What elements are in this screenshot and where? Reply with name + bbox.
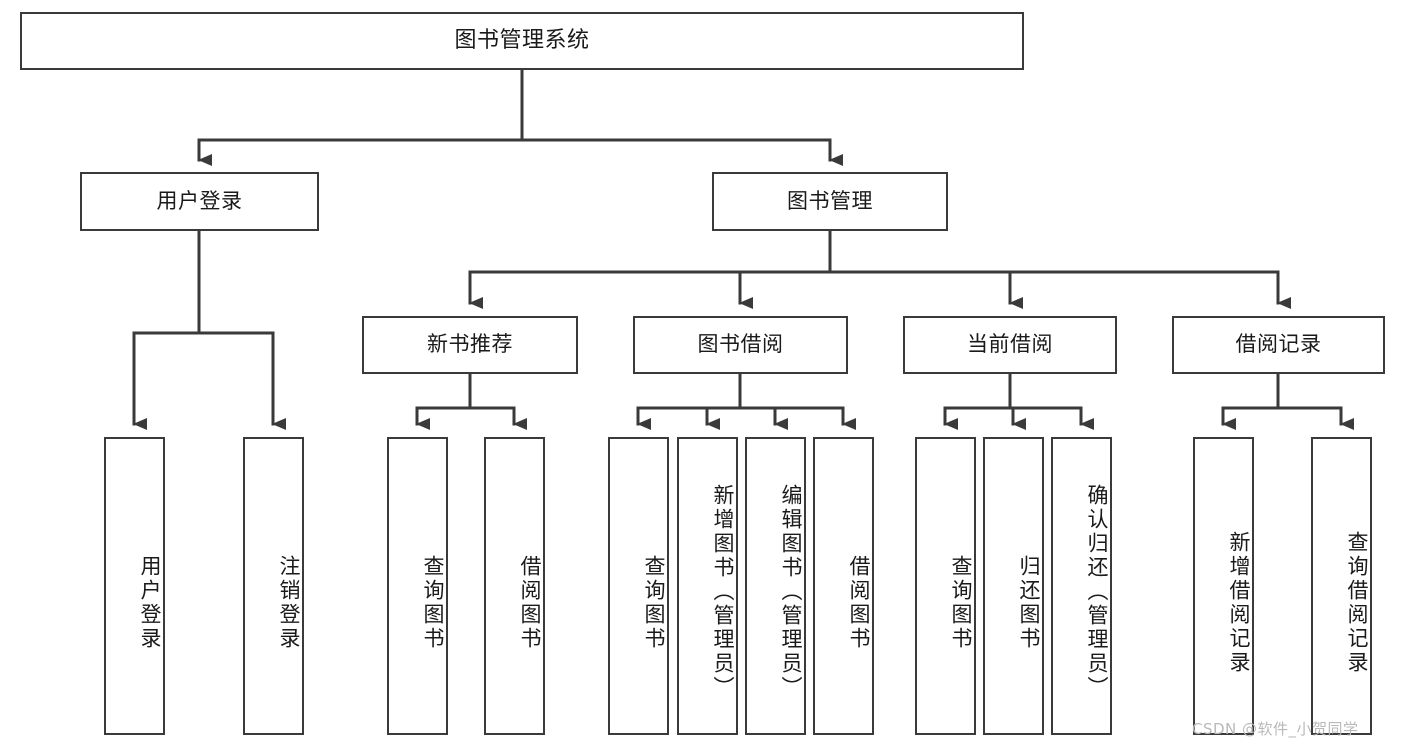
node-book-manage[interactable]: 图书管理 bbox=[712, 172, 948, 231]
leaf-confirm-return-admin[interactable]: 确认归还（管理员） bbox=[1051, 437, 1112, 735]
leaf-query-borrow-record[interactable]: 查询借阅记录 bbox=[1311, 437, 1372, 735]
csdn-watermark: CSDN @软件_小贺同学 bbox=[1192, 720, 1359, 738]
leaf-query-book-current[interactable]: 查询图书 bbox=[915, 437, 976, 735]
leaf-add-book-admin[interactable]: 新增图书（管理员） bbox=[677, 437, 738, 735]
node-borrow-record[interactable]: 借阅记录 bbox=[1172, 316, 1385, 374]
node-root-system[interactable]: 图书管理系统 bbox=[20, 12, 1024, 70]
leaf-query-book-recommend[interactable]: 查询图书 bbox=[387, 437, 448, 735]
leaf-query-book-borrow[interactable]: 查询图书 bbox=[608, 437, 669, 735]
leaf-add-borrow-record[interactable]: 新增借阅记录 bbox=[1193, 437, 1254, 735]
node-current-borrow[interactable]: 当前借阅 bbox=[903, 316, 1117, 374]
leaf-user-login[interactable]: 用户登录 bbox=[104, 437, 165, 735]
leaf-edit-book-admin[interactable]: 编辑图书（管理员） bbox=[745, 437, 806, 735]
node-book-borrow[interactable]: 图书借阅 bbox=[633, 316, 848, 374]
node-user-login[interactable]: 用户登录 bbox=[80, 172, 319, 231]
leaf-borrow-book[interactable]: 借阅图书 bbox=[813, 437, 874, 735]
leaf-logout[interactable]: 注销登录 bbox=[243, 437, 304, 735]
leaf-return-book[interactable]: 归还图书 bbox=[983, 437, 1044, 735]
node-new-book-recommend[interactable]: 新书推荐 bbox=[362, 316, 578, 374]
leaf-borrow-book-recommend[interactable]: 借阅图书 bbox=[484, 437, 545, 735]
